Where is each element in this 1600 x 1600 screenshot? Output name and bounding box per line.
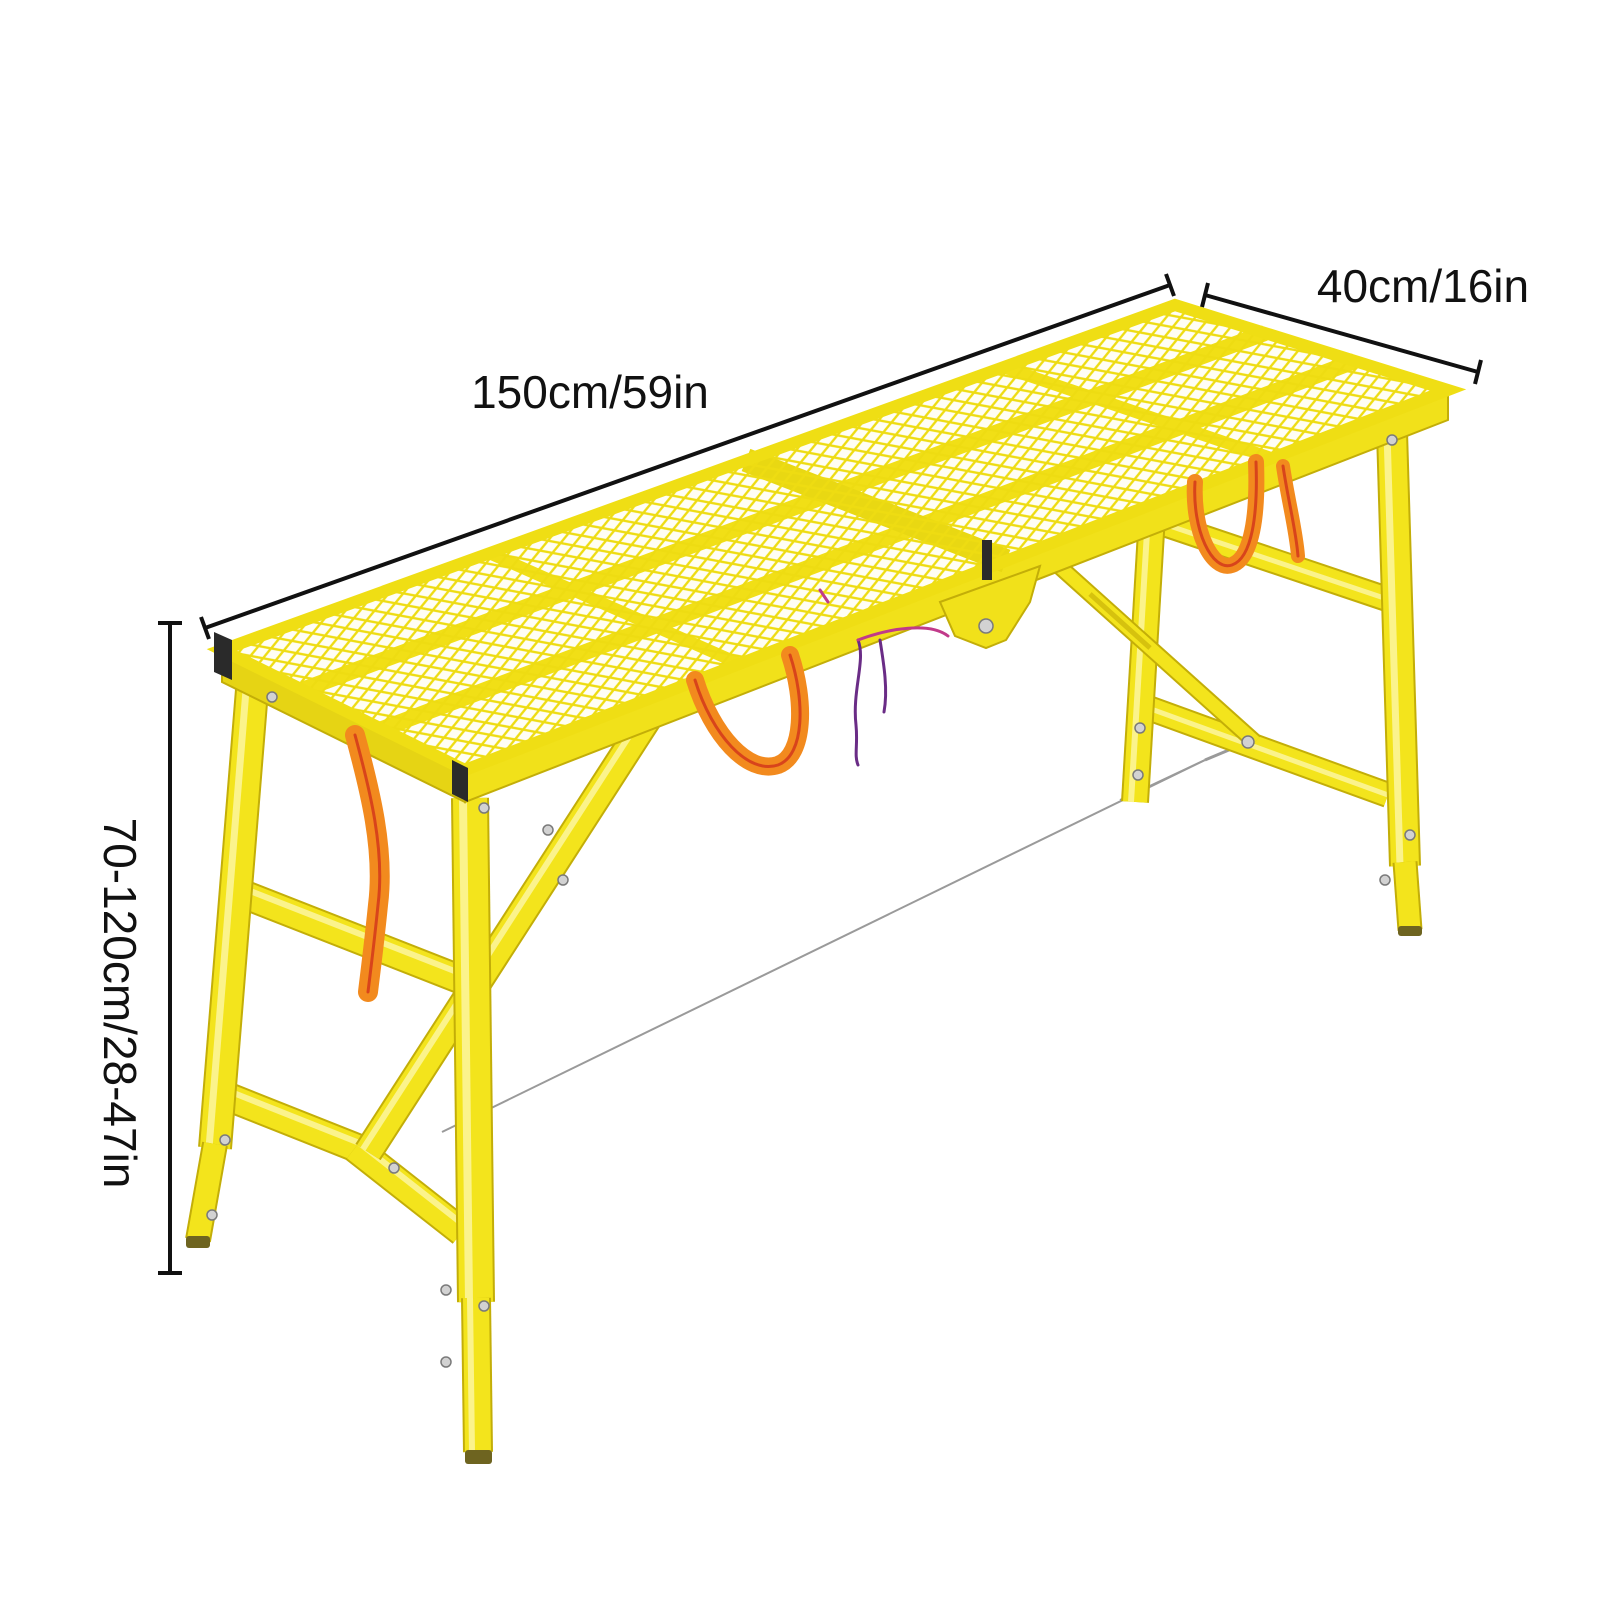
- pink-ribbon-tip: [818, 588, 830, 604]
- tube-highlight: [238, 884, 464, 977]
- left-hanging-strap: [345, 725, 390, 1002]
- right-foot: [1398, 926, 1422, 936]
- strap-stripe: [1281, 464, 1300, 558]
- tube-highlight: [360, 691, 660, 1151]
- tube-highlight: [467, 1297, 475, 1453]
- bolt: [1241, 735, 1255, 749]
- tube-body: [187, 1142, 226, 1242]
- bolt: [478, 1300, 490, 1312]
- right-far-leg: [1121, 514, 1166, 803]
- left-rung-lower: [210, 1078, 368, 1164]
- height-dimension: 70-120cm/28-47in: [94, 621, 182, 1275]
- right-near-leg: [1376, 431, 1421, 867]
- bolt: [1379, 874, 1391, 886]
- width-cap-left: [1200, 282, 1210, 308]
- right-rung-lower: [1135, 692, 1393, 808]
- left-outer-leg-extension: [185, 1141, 228, 1248]
- left-diagonal-brace: [355, 687, 675, 1161]
- left-rung-bottom: [345, 1136, 472, 1244]
- width-dimension: 40cm/16in: [1200, 260, 1529, 385]
- tube-body: [453, 797, 493, 1303]
- bolt: [388, 1162, 400, 1174]
- left-rung-upper: [234, 879, 468, 994]
- tube-body: [211, 1079, 367, 1163]
- length-cap-left: [199, 616, 211, 640]
- center-hinge-pin: [982, 540, 992, 580]
- hinge-bolt: [978, 618, 994, 634]
- purple-ribbon: [878, 638, 888, 714]
- purple-ribbon: [853, 638, 862, 767]
- bolt: [557, 874, 569, 886]
- tube-highlight: [459, 797, 473, 1303]
- tube-body: [1394, 861, 1421, 931]
- tube-highlight: [1139, 702, 1389, 798]
- strap-stripe: [1193, 460, 1258, 568]
- middle-loop-strap: [686, 646, 810, 776]
- length-line: [204, 283, 1171, 630]
- hinge-block: [938, 564, 1042, 650]
- corner-cap-front: [452, 760, 468, 802]
- left-outer-leg: [198, 688, 269, 1150]
- platform-mesh: [222, 305, 1448, 770]
- bolt: [1134, 722, 1146, 734]
- height-label: 70-120cm/28-47in: [94, 818, 146, 1189]
- wire-line: [441, 759, 1206, 1133]
- tie-ribbons: [818, 588, 950, 767]
- bolt: [1404, 829, 1416, 841]
- tube-body: [1045, 553, 1260, 747]
- left-inner-leg-extension: [461, 1297, 493, 1464]
- width-line: [1204, 293, 1479, 374]
- bolt: [266, 691, 278, 703]
- tube-body: [235, 880, 467, 993]
- bolts: [206, 434, 1416, 1368]
- tube-highlight: [205, 689, 250, 1149]
- strap-stripe: [693, 653, 802, 768]
- right-near-leg-extension: [1392, 861, 1423, 936]
- width-cap-right: [1473, 359, 1483, 385]
- corner-cap-back: [214, 632, 232, 680]
- strap-stripe: [353, 733, 382, 994]
- bolt: [542, 824, 554, 836]
- left-inner-leg: [451, 797, 495, 1303]
- length-dimension: 150cm/59in: [199, 273, 1176, 640]
- tube-body: [357, 688, 673, 1160]
- hinge-plate: [938, 564, 1042, 650]
- length-cap-right: [1164, 273, 1176, 297]
- left-inner-foot: [465, 1450, 492, 1464]
- bolt: [478, 802, 490, 814]
- platform-border: [206, 298, 1467, 777]
- bolt: [206, 1209, 218, 1221]
- bolt: [1386, 434, 1398, 446]
- bolt: [1132, 769, 1144, 781]
- length-label: 150cm/59in: [471, 366, 709, 418]
- tube-highlight: [214, 1083, 364, 1147]
- pink-ribbon: [856, 626, 950, 642]
- tube-body: [346, 1137, 471, 1243]
- tube-highlight: [1383, 431, 1404, 867]
- tube-highlight: [1128, 514, 1151, 803]
- width-label: 40cm/16in: [1317, 260, 1529, 312]
- right-hanging-strap: [1276, 459, 1305, 563]
- right-loop-strap: [1186, 454, 1265, 574]
- brace-slot: [1088, 592, 1152, 650]
- tube-body: [1123, 514, 1164, 803]
- tube-body: [200, 688, 267, 1150]
- left-outer-foot: [186, 1236, 210, 1248]
- bolt: [219, 1134, 231, 1146]
- tube-body: [1378, 431, 1419, 867]
- right-diagonal-brace: [1044, 551, 1261, 749]
- bolt: [440, 1284, 452, 1296]
- bolt: [440, 1356, 452, 1368]
- tube-body: [463, 1297, 491, 1453]
